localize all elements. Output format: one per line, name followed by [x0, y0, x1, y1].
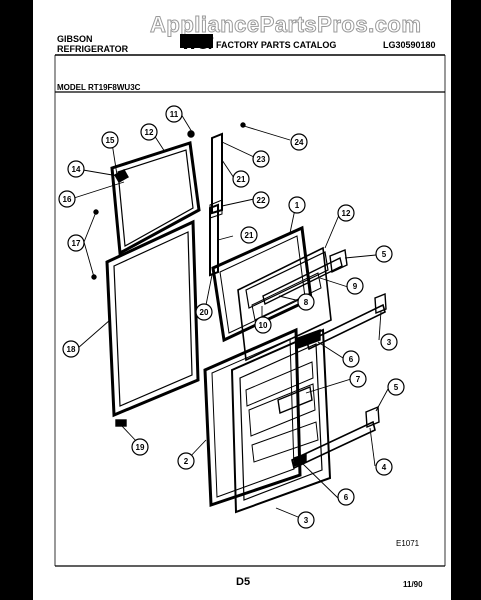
svg-text:5: 5 — [394, 383, 399, 392]
callout-6a: 6 — [342, 350, 360, 368]
freezer-door-panel — [237, 246, 332, 362]
hinge-15 — [114, 169, 129, 183]
svg-text:17: 17 — [72, 239, 81, 248]
fresh-food-door-gasket — [105, 219, 200, 418]
catalog-title: FACTORY PARTS CATALOG — [216, 40, 337, 50]
svg-text:22: 22 — [257, 196, 266, 205]
dairy-door-7 — [277, 386, 313, 414]
svg-text:10: 10 — [259, 321, 268, 330]
svg-text:20: 20 — [200, 308, 209, 317]
svg-text:19: 19 — [136, 443, 145, 452]
callout-5a: 5 — [375, 245, 393, 263]
callout-19: 19 — [131, 438, 149, 456]
callout-24: 24 — [290, 133, 308, 151]
callout-5b: 5 — [387, 378, 405, 396]
svg-text:8: 8 — [304, 298, 309, 307]
callout-21b: 21 — [240, 226, 258, 244]
door-rail-upper — [306, 303, 386, 351]
hinge-pin-12 — [187, 130, 195, 138]
freezer-door-gasket — [110, 141, 201, 256]
rail-clip-6 — [293, 453, 307, 467]
shelf-end-5b — [374, 292, 387, 315]
fresh-food-inner-liner — [230, 328, 332, 514]
svg-text:23: 23 — [257, 155, 266, 164]
callout-16: 16 — [58, 190, 76, 208]
callout-12: 11 — [165, 105, 183, 123]
svg-text:14: 14 — [72, 165, 81, 174]
svg-text:16: 16 — [63, 195, 72, 204]
svg-text:6: 6 — [344, 493, 349, 502]
callout-13: 12 — [140, 123, 158, 141]
callout-7: 7 — [349, 370, 367, 388]
svg-text:9: 9 — [353, 282, 358, 291]
svg-text:3: 3 — [304, 516, 309, 525]
trim-strip-lower — [209, 203, 219, 277]
svg-text:6: 6 — [349, 355, 354, 364]
svg-text:4: 4 — [382, 463, 387, 472]
svg-text:12: 12 — [342, 209, 351, 218]
bracket-22 — [209, 199, 223, 219]
callout-3b: 3 — [297, 511, 315, 529]
watermark-text: AppliancePartsPros.com — [149, 12, 422, 38]
figure-code: E1071 — [396, 539, 420, 548]
brand-name: GIBSON — [57, 34, 93, 44]
callout-22: 22 — [252, 191, 270, 209]
revision-date: 11/90 — [403, 580, 423, 589]
svg-text:15: 15 — [106, 136, 115, 145]
shelf-end-5a — [329, 249, 348, 274]
rail-clip-6b — [297, 329, 321, 349]
callout-8: 8 — [297, 293, 315, 311]
callout-21a: 21 — [232, 170, 250, 188]
page-number: D5 — [236, 576, 251, 588]
hinge-19 — [115, 419, 127, 427]
leader-lines — [73, 113, 389, 518]
model-number: MODEL RT19F8WU3C — [57, 83, 141, 92]
callout-14: 14 — [67, 160, 85, 178]
callout-3a: 3 — [380, 333, 398, 351]
callout-11: 12 — [337, 204, 355, 222]
svg-text:24: 24 — [295, 138, 304, 147]
callout-4: 4 — [375, 458, 393, 476]
svg-text:2: 2 — [184, 457, 189, 466]
callout-17: 17 — [67, 234, 85, 252]
callout-18: 18 — [62, 340, 80, 358]
callout-6b: 6 — [337, 488, 355, 506]
callout-10: 10 — [254, 316, 272, 334]
product-type: REFRIGERATOR — [57, 44, 129, 54]
svg-text:18: 18 — [67, 345, 76, 354]
svg-text:7: 7 — [356, 375, 361, 384]
callout-9: 9 — [346, 277, 364, 295]
catalog-sheet — [33, 0, 451, 600]
freezer-shelf-9 — [262, 256, 343, 306]
svg-text:21: 21 — [245, 231, 254, 240]
wci-logo-block — [180, 34, 213, 48]
catalog-number: LG30590180 — [383, 40, 436, 50]
svg-text:21: 21 — [237, 175, 246, 184]
svg-text:3: 3 — [387, 338, 392, 347]
callout-2: 2 — [177, 452, 195, 470]
svg-text:12: 12 — [145, 128, 154, 137]
svg-text:1: 1 — [295, 201, 300, 210]
callout-23: 23 — [252, 150, 270, 168]
svg-text:5: 5 — [382, 250, 387, 259]
callout-1: 1 — [288, 196, 306, 214]
shelf-end-5c — [365, 405, 380, 429]
callout-20: 20 — [195, 303, 213, 321]
callout-15: 15 — [101, 131, 119, 149]
svg-text:11: 11 — [170, 110, 179, 119]
fresh-food-gasket — [203, 327, 302, 508]
